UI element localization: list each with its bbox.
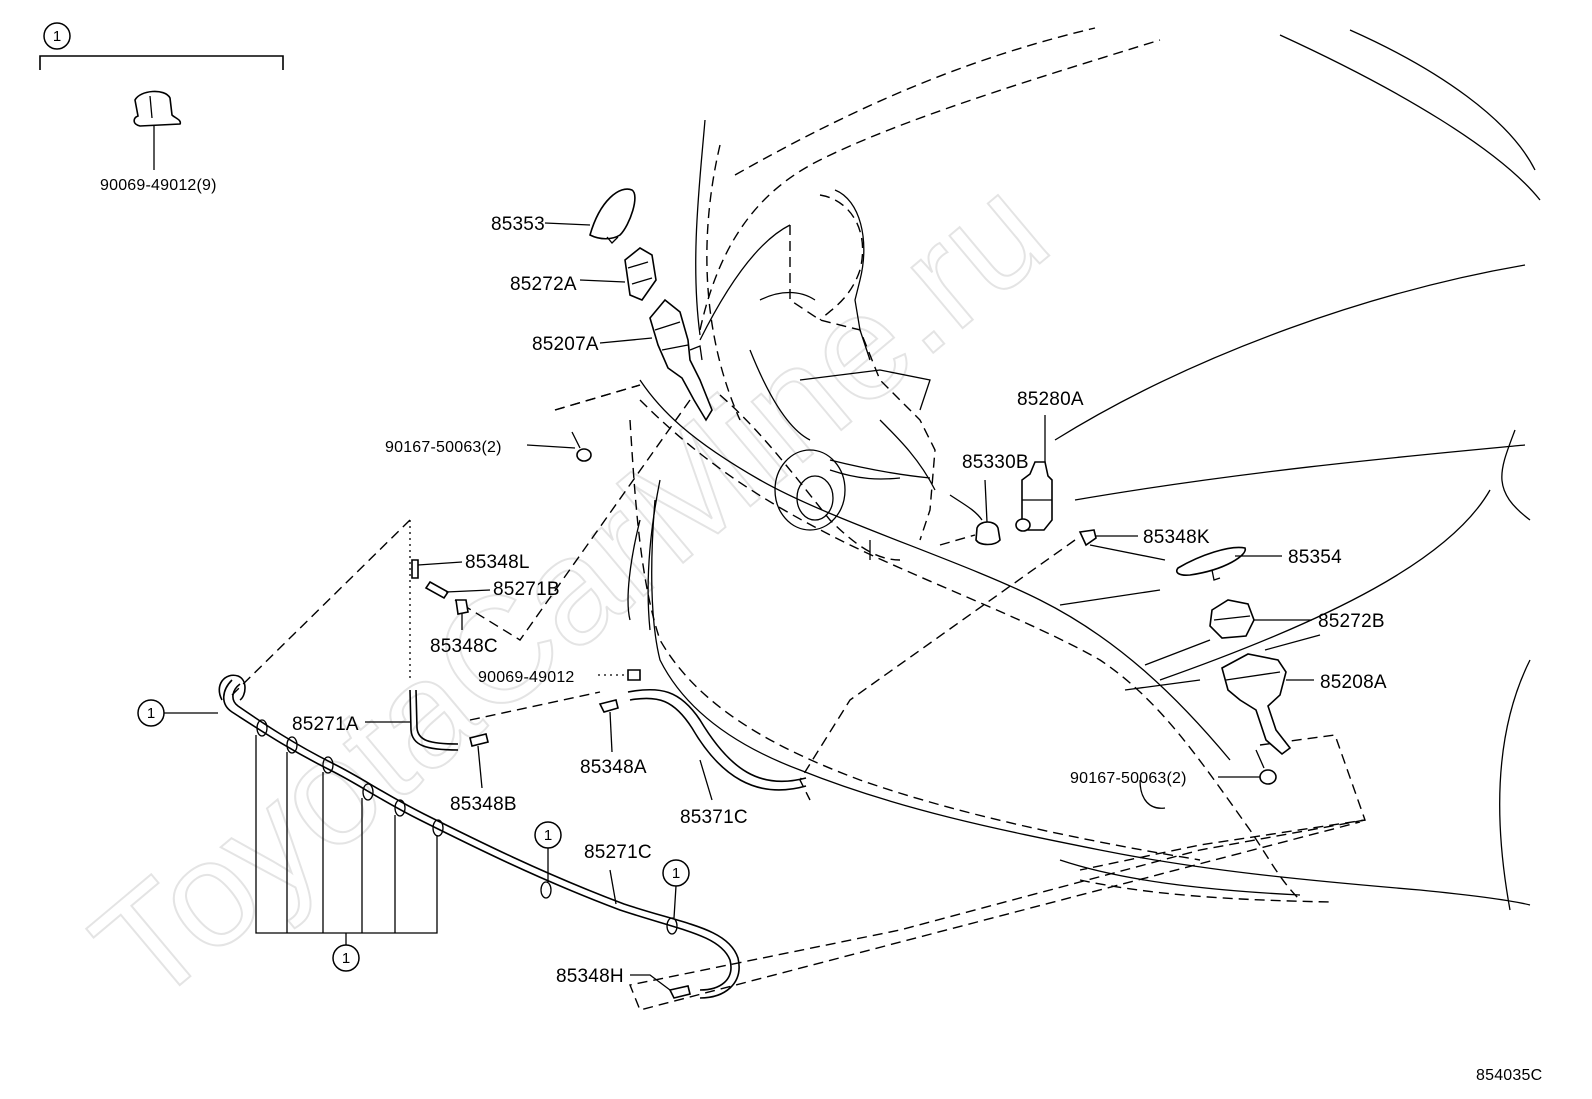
screw-lower-icon bbox=[1259, 769, 1277, 785]
label-85272B: 85272B bbox=[1318, 611, 1385, 632]
label-85271A: 85271A bbox=[292, 714, 359, 735]
legend-callout-number: 1 bbox=[53, 28, 61, 45]
callout-circle-bottom bbox=[332, 944, 360, 972]
label-85348H: 85348H bbox=[556, 966, 624, 987]
label-85208A: 85208A bbox=[1320, 672, 1387, 693]
part-85348K: 85348K bbox=[1078, 527, 1210, 548]
cover-85354-icon bbox=[1175, 546, 1246, 576]
clip-part-icon bbox=[133, 90, 182, 127]
screw-upper-icon bbox=[576, 448, 592, 462]
car-body-outline bbox=[627, 27, 1541, 911]
part-85371C: 85371C bbox=[627, 688, 807, 828]
part-85348L: 85348L bbox=[411, 552, 530, 579]
nozzle-85207A-icon bbox=[649, 298, 713, 422]
part-85354: 85354 bbox=[1175, 546, 1342, 581]
part-85348A: 85348A bbox=[580, 699, 647, 778]
part-85353: 85353 bbox=[491, 188, 636, 244]
part-85271B: 85271B bbox=[424, 579, 560, 600]
part-85208A: 85208A bbox=[1221, 653, 1387, 756]
label-85330B: 85330B bbox=[962, 452, 1029, 473]
hose-85271B-icon bbox=[424, 580, 450, 600]
part-90167-lower: 90167-50063(2) bbox=[1070, 749, 1277, 787]
nozzle-cover-85272A-icon bbox=[624, 247, 657, 301]
hose-85271A-icon bbox=[409, 689, 459, 751]
part-85348B: 85348B bbox=[450, 733, 517, 815]
part-85330B: 85330B bbox=[949, 452, 1029, 546]
label-90167-upper: 90167-50063(2) bbox=[385, 439, 502, 456]
part-90167-upper: 90167-50063(2) bbox=[385, 431, 592, 462]
legend-group: 1 90069-49012(9) bbox=[39, 22, 284, 194]
part-90069-single: 90069-49012 bbox=[478, 669, 641, 686]
assembly-guide-lines bbox=[231, 384, 1366, 1011]
legend-part-number: 90069-49012(9) bbox=[100, 177, 217, 194]
nozzle-cover-85272B-icon bbox=[1209, 599, 1255, 639]
grommet-85330B-icon bbox=[975, 521, 1001, 546]
part-85280A: 85280A bbox=[1015, 389, 1084, 532]
washer-tank-outline bbox=[719, 189, 936, 561]
connector-85348C-icon bbox=[455, 599, 469, 615]
part-85207A: 85207A bbox=[532, 298, 713, 422]
part-85271A: 85271A bbox=[292, 689, 459, 751]
hose-85271C-icon bbox=[222, 679, 732, 991]
callout-text-mid: 1 bbox=[544, 827, 552, 844]
callout-group: 1 1 1 1 bbox=[137, 699, 690, 972]
label-85271C: 85271C bbox=[584, 842, 652, 863]
label-85207A: 85207A bbox=[532, 334, 599, 355]
cap-85353-icon bbox=[589, 188, 636, 240]
label-85348A: 85348A bbox=[580, 757, 647, 778]
clip-90069-icon bbox=[627, 669, 641, 681]
nozzle-85208A-icon bbox=[1221, 653, 1292, 756]
label-85271B: 85271B bbox=[493, 579, 560, 600]
label-85371C: 85371C bbox=[680, 807, 748, 828]
part-85348H: 85348H bbox=[556, 966, 691, 999]
connector-85348H-icon bbox=[668, 985, 691, 999]
connector-85348K-icon bbox=[1078, 529, 1097, 547]
label-90069-single: 90069-49012 bbox=[478, 669, 575, 686]
label-85280A: 85280A bbox=[1017, 389, 1084, 410]
label-85348B: 85348B bbox=[450, 794, 517, 815]
label-85348L: 85348L bbox=[465, 552, 530, 573]
part-85271C: 85271C bbox=[218, 674, 740, 999]
connector-85348L-icon bbox=[411, 559, 419, 579]
callout-text-bottom: 1 bbox=[342, 950, 350, 967]
callout-text-left: 1 bbox=[147, 705, 155, 722]
legend-callout-circle bbox=[43, 22, 71, 50]
callout-text-right: 1 bbox=[672, 865, 680, 882]
label-85354: 85354 bbox=[1288, 547, 1342, 568]
pump-85280A-icon bbox=[1021, 461, 1053, 531]
hose-85371C-icon bbox=[627, 688, 807, 783]
connector-85348B-icon bbox=[469, 733, 489, 747]
diagram-code: 854035C bbox=[1476, 1067, 1542, 1084]
label-85353: 85353 bbox=[491, 214, 545, 235]
part-85272A: 85272A bbox=[510, 247, 657, 301]
part-85348C: 85348C bbox=[430, 599, 498, 657]
part-85272B: 85272B bbox=[1209, 599, 1385, 639]
connector-85348A-icon bbox=[598, 699, 619, 713]
label-85348K: 85348K bbox=[1143, 527, 1210, 548]
label-85348C: 85348C bbox=[430, 636, 498, 657]
label-90167-lower: 90167-50063(2) bbox=[1070, 770, 1187, 787]
label-85272A: 85272A bbox=[510, 274, 577, 295]
